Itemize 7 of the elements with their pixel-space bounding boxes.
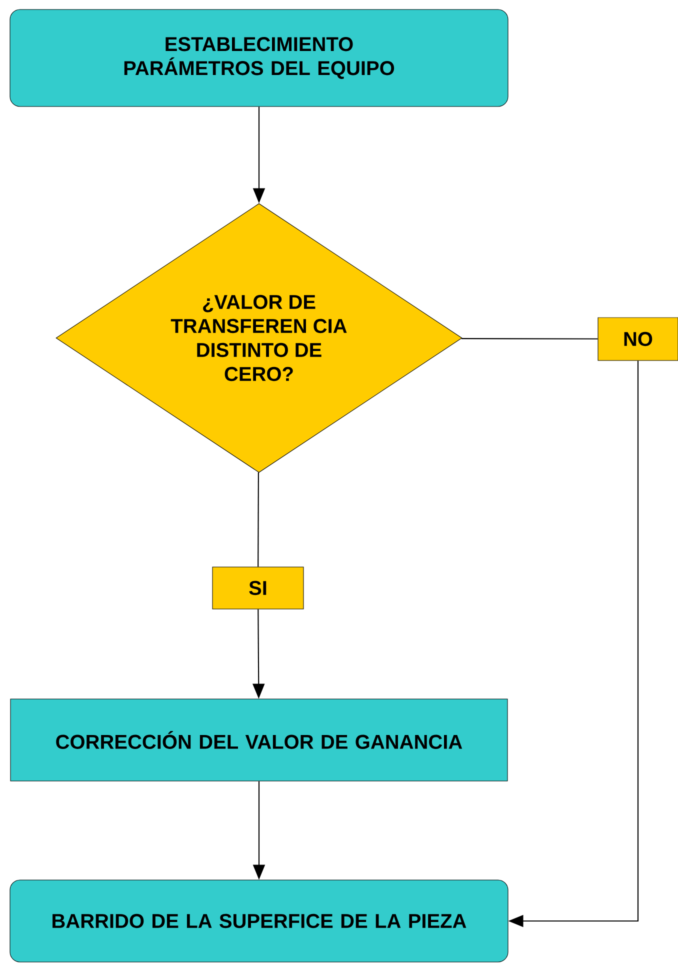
connector-line [461, 338, 598, 340]
process-box: ESTABLECIMIENTO PARÁMETROS DEL EQUIPO [10, 9, 508, 107]
connector-line [258, 472, 259, 567]
process-box: CORRECCIÓN DEL VALOR DE GANANCIA [10, 698, 508, 782]
answer-label: SI [212, 566, 304, 610]
process-box: BARRIDO DE LA SUPERFICE DE LA PIEZA [10, 880, 508, 962]
answer-label: NO [598, 317, 678, 361]
